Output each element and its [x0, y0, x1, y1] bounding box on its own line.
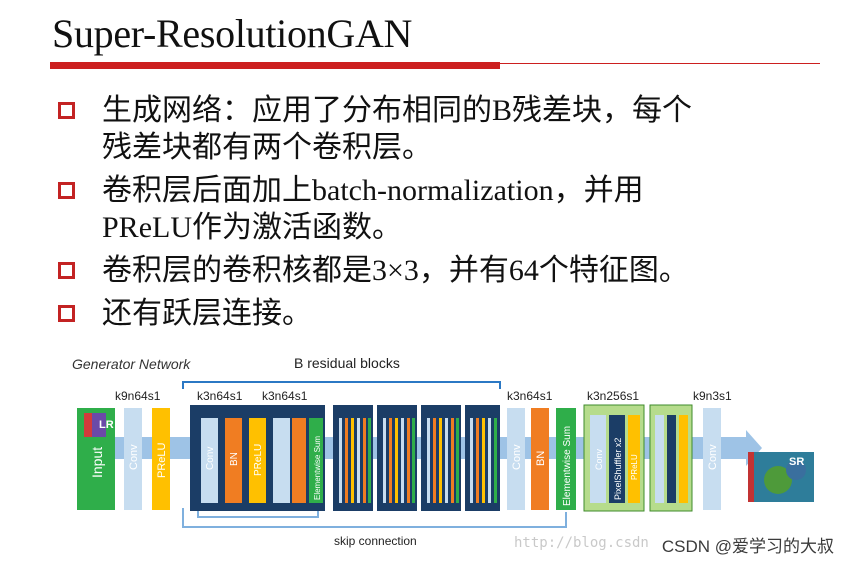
skip-connection-label: skip connection: [334, 534, 417, 548]
diagram-heading: Generator Network: [72, 356, 191, 372]
svg-text:Conv: Conv: [128, 444, 140, 470]
svg-text:Conv: Conv: [707, 444, 719, 470]
square-bullet-icon: [58, 262, 75, 279]
skip-connection-arrow: [182, 508, 567, 528]
input-label: Input: [89, 447, 105, 478]
svg-text:Elementwise Sum: Elementwise Sum: [562, 426, 573, 506]
conv-block: [590, 415, 606, 503]
svg-text:BN: BN: [229, 452, 240, 466]
bn-block: [531, 408, 549, 510]
bullet-list: 生成网络：应用了分布相同的B残差块，每个 残差块都有两个卷积层。 卷积层后面加上…: [58, 92, 838, 338]
square-bullet-icon: [58, 182, 75, 199]
residual-blocks-label: B residual blocks: [294, 355, 400, 371]
svg-text:Conv: Conv: [594, 448, 604, 470]
pixel-shuffler-block: [609, 415, 625, 503]
bn-block: [225, 418, 242, 503]
svg-text:PixelShuffler x2: PixelShuffler x2: [613, 438, 623, 500]
bullet-item: 卷积层的卷积核都是3×3，并有64个特征图。: [58, 252, 838, 289]
residual-block-collapsed: [377, 405, 417, 511]
square-bullet-icon: [58, 305, 75, 322]
prelu-block: [628, 415, 640, 503]
kernel-label: k9n64s1: [115, 389, 161, 403]
prelu-block: [152, 408, 170, 510]
svg-text:PReLU: PReLU: [630, 454, 639, 480]
residual-bracket: [182, 381, 501, 389]
kernel-label: k3n256s1: [587, 389, 639, 403]
conv-block: [201, 418, 218, 503]
watermark: CSDN @爱学习的大叔: [658, 532, 837, 557]
skip-connection-arrow: [197, 508, 319, 518]
residual-block-collapsed: [421, 405, 461, 511]
kernel-label: k9n3s1: [693, 389, 732, 403]
title-underline: [50, 62, 500, 69]
svg-text:PReLU: PReLU: [253, 444, 264, 476]
conv-block: [703, 408, 721, 510]
conv-block: [124, 408, 142, 510]
lr-label: LR: [99, 419, 114, 431]
residual-block-collapsed: [465, 405, 500, 511]
svg-text:Conv: Conv: [205, 447, 216, 470]
kernel-label: k3n64s1: [262, 389, 308, 403]
kernel-label: k3n64s1: [197, 389, 243, 403]
title-rule: [500, 63, 820, 64]
sr-label: SR: [789, 456, 804, 468]
svg-text:Elementwise Sum: Elementwise Sum: [313, 436, 322, 500]
svg-text:PReLU: PReLU: [156, 442, 168, 478]
elementwise-sum-block: [309, 418, 323, 503]
svg-text:BN: BN: [535, 451, 547, 466]
svg-text:Conv: Conv: [511, 444, 523, 470]
prelu-block: [249, 418, 266, 503]
conv-block: [507, 408, 525, 510]
page-title: Super-ResolutionGAN: [52, 11, 413, 56]
residual-block-collapsed: [333, 405, 373, 511]
elementwise-sum-block: [556, 408, 576, 510]
kernel-label: k3n64s1: [507, 389, 553, 403]
bullet-item: 生成网络：应用了分布相同的B残差块，每个 残差块都有两个卷积层。: [58, 92, 838, 166]
bullet-item: 卷积层后面加上batch-normalization，并用 PReLU作为激活函…: [58, 172, 838, 246]
square-bullet-icon: [58, 102, 75, 119]
conv-block: [273, 418, 290, 503]
bn-block: [292, 418, 306, 503]
bullet-item: 还有跃层连接。: [58, 295, 838, 332]
watermark-url: http://blog.csdn: [514, 535, 649, 551]
